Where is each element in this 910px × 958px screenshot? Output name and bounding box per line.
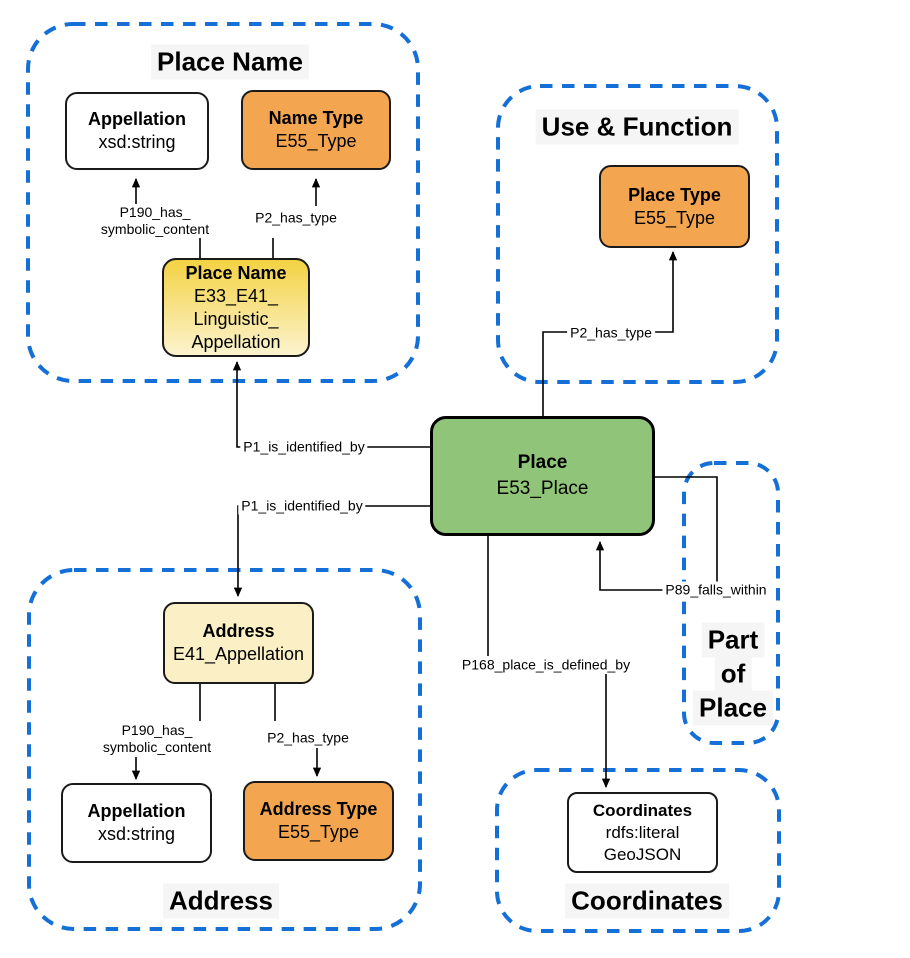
node-subtitle: E55_Type [275,131,357,151]
address-group-title: Address [162,883,280,919]
node-appellation-top: Appellation xsd:string [65,92,209,170]
edge-label-p190-has-symbolic-content-top: P190_has_ symbolic_content [97,204,213,238]
node-appellation-bottom: Appellation xsd:string [61,783,212,863]
edge-label-line: symbolic_content [102,739,212,755]
node-place-name: Place Name E33_E41_ Linguistic_ Appellat… [162,258,310,357]
node-title: Address Type [259,799,378,819]
node-subtitle: xsd:string [97,824,176,844]
edge-p1-is-identified-by-lower [233,505,430,597]
edge-p2-has-type-top [272,178,321,259]
edge-label-p2-has-type-bottom: P2_has_type [264,729,352,747]
node-title: Place [517,452,568,473]
edge-label-line: P190_has_ [119,204,191,220]
node-title: Name Type [268,108,364,128]
node-title: Address [202,621,275,641]
node-address-type: Address Type E55_Type [243,781,394,861]
node-name-type: Name Type E55_Type [241,90,391,170]
edge-label-p1-is-identified-by-upper: P1_is_identified_by [240,438,368,456]
edge-label-p89-falls-within: P89_falls_within [662,581,770,599]
node-subtitle: E33_E41_ [193,285,279,306]
use-function-group-outline [496,84,779,384]
place-name-group-outline [26,22,420,383]
node-address: Address E41_Appellation [163,602,314,684]
edge-p2-has-type-bottom [274,684,322,777]
node-subtitle: rdfs:literal [605,822,680,842]
node-subtitle: E41_Appellation [172,644,305,664]
edge-p190-has-symbolic-content-top [131,178,201,259]
edge-label-p168-place-is-defined-by: P168_place_is_defined_by [458,656,634,674]
node-title: Appellation [88,109,186,129]
node-place-type: Place Type E55_Type [599,165,750,248]
node-subtitle: E55_Type [277,822,360,842]
node-title: Coordinates [592,800,693,820]
edge-label-line: P190_has_ [121,722,193,738]
address-group-outline [27,568,422,931]
part-of-place-group-outline [682,461,780,745]
node-title: Place Name [185,262,287,283]
node-title: Place Type [628,184,721,205]
node-coordinates: Coordinates rdfs:literal GeoJSON [567,792,718,873]
part-of-place-group-title-line3: Place [693,690,773,726]
node-subtitle: E55_Type [633,207,716,228]
edge-label-p190-has-symbolic-content-bottom: P190_has_ symbolic_content [99,722,215,756]
edge-label-p2-has-type-use-function: P2_has_type [567,324,655,342]
node-subtitle: Linguistic_ [193,308,279,329]
coordinates-group-title: Coordinates [565,883,729,919]
edge-label-p2-has-type-top: P2_has_type [252,209,340,227]
node-subtitle: xsd:string [98,132,176,152]
node-subtitle: GeoJSON [603,844,682,864]
edge-label-p1-is-identified-by-lower: P1_is_identified_by [238,497,366,515]
node-place: Place E53_Place [430,416,655,536]
use-function-group-title: Use & Function [535,109,739,145]
part-of-place-group-title-line2: of [714,656,752,692]
place-name-group-title: Place Name [151,44,309,80]
node-subtitle: E53_Place [496,478,589,499]
node-subtitle: Appellation [191,331,281,352]
node-title: Appellation [87,801,186,821]
part-of-place-group-title-line1: Part [701,622,765,658]
coordinates-group-outline [495,768,781,933]
edge-p1-is-identified-by-upper [232,361,430,448]
edge-p168-place-is-defined-by [487,536,611,788]
edge-p190-has-symbolic-content-bottom [131,684,201,780]
edge-label-line: symbolic_content [100,221,210,237]
